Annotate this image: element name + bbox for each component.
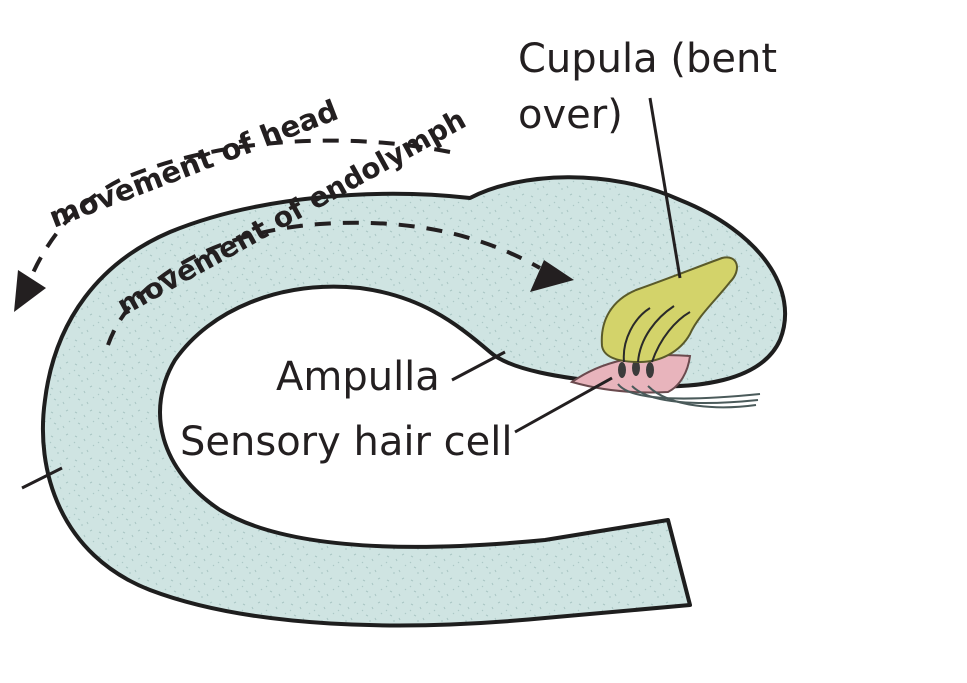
head-movement-arrowhead [14, 270, 46, 312]
hair-cell-stereocilia [622, 305, 691, 363]
cupula-label-line2: over) [518, 92, 623, 138]
hair-cell-nuclei [618, 360, 654, 378]
endolymph-movement-arrowhead [530, 260, 574, 292]
canal-edge-leader-line [21, 466, 63, 490]
endolymph-movement-arrow [106, 220, 541, 346]
cupula-leader-line [648, 97, 682, 279]
hair-cell-label: Sensory hair cell [180, 419, 512, 465]
cupula-label-line1: Cupula (bent [518, 36, 777, 82]
ampulla-leader-line [451, 350, 506, 382]
ampulla-label: Ampulla [276, 354, 440, 400]
semicircular-canal [40, 175, 787, 628]
head-movement-arrow [30, 138, 451, 276]
hair-cell-leader-line [514, 376, 613, 434]
nerve-fibers [617, 383, 761, 409]
